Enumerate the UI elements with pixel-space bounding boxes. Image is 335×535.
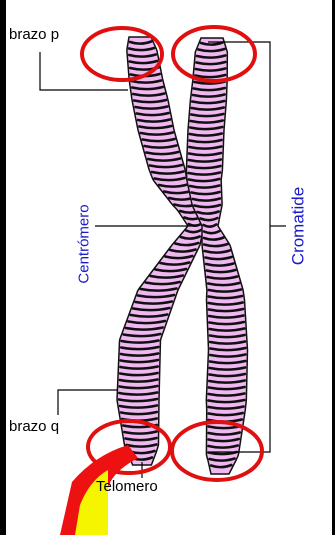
label-brazo-q: brazo q [9, 419, 59, 434]
label-centromero: Centrómero [77, 204, 92, 283]
label-cromatide: Cromatide [290, 187, 307, 265]
label-telomero: Telomero [96, 479, 166, 499]
label-telomero-text: Telomero [96, 479, 158, 494]
leader-brazo-q [58, 390, 118, 415]
label-brazo-p: brazo p [9, 27, 59, 42]
chromatid-right [186, 38, 247, 474]
